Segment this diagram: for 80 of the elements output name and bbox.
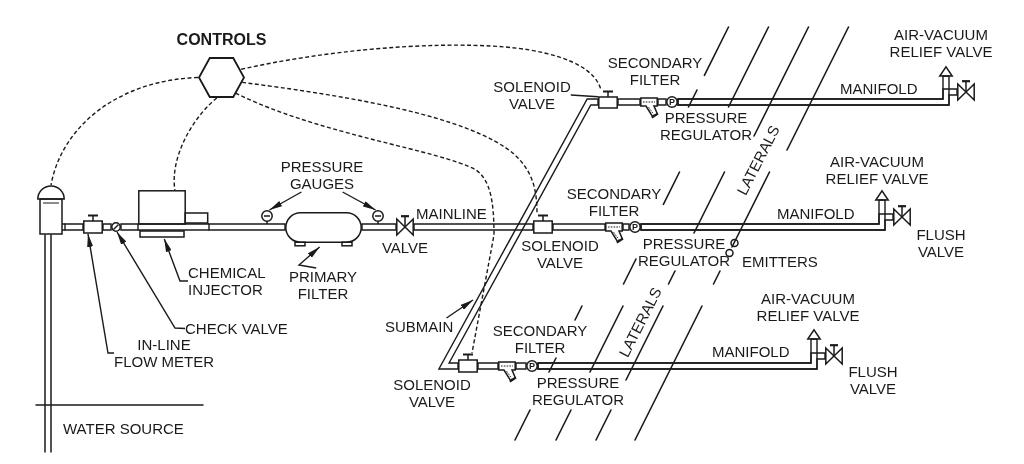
pipe [677,88,958,106]
part-label: AIR-VACUUM RELIEF VALVE [756,290,860,324]
pipe [640,213,894,231]
pipe-label: MANIFOLD [712,343,790,360]
pump-icon [37,185,65,235]
pipe [64,223,84,231]
part-label: SOLENOID VALVE [393,376,471,410]
flow-meter-icon [83,214,103,234]
pipe [515,362,527,370]
check-valve-icon [111,222,121,232]
solenoid-valve-icon [598,90,618,109]
leader-arrow [341,191,377,211]
leader-arrow [163,238,189,282]
part-label: CHEMICAL INJECTOR [188,264,266,298]
valve-icon [825,344,843,365]
part-label: PRIMARY FILTER [288,268,358,302]
part-label: AIR-VACUUM RELIEF VALVE [825,153,929,187]
dashed-wire [234,92,495,354]
regulator-letter: P [632,222,638,232]
part-label: IN-LINE FLOW METER [114,336,214,370]
air-valve-icon [807,329,821,339]
part-label: WATER SOURCE [63,420,184,437]
pipe [617,98,641,106]
filter-icon [640,97,658,118]
leader-arrow [297,246,321,269]
leader-arrow [87,233,115,354]
dashed-wire [240,44,602,91]
part-label: SECONDARY FILTER [492,322,588,356]
pipe [622,223,630,231]
filter-icon [498,361,516,382]
pressure-gauge-icon [261,210,273,224]
part-label: PRESSURE REGULATOR [532,374,624,408]
regulator-letter: P [529,361,535,371]
chemical-injector-icon [138,190,209,239]
heading-label: CONTROLS [176,31,267,48]
air-valve-icon [875,190,889,200]
part-label: FLUSH VALVE [848,363,898,397]
regulator-letter: P [669,97,675,107]
part-label: AIR-VACUUM RELIEF VALVE [889,26,993,60]
dashed-wire [241,81,538,215]
pipe-label: MAINLINE [416,205,487,222]
part-label: SECONDARY FILTER [607,54,703,88]
pipe [413,223,534,231]
leader-arrow [116,231,186,330]
dashed-wire [50,76,199,186]
valve-icon [957,80,975,101]
pipe [361,223,397,231]
pressure-gauge-icon [372,210,384,224]
part-label: PRESSURE GAUGES [280,158,364,192]
solenoid-valve-icon [533,214,553,234]
part-label: PRESSURE REGULATOR [638,235,730,269]
pipe [552,223,606,231]
valve-icon [396,215,414,236]
pipe-label: MANIFOLD [840,80,918,97]
leader-line [570,94,599,98]
part-label: FLUSH VALVE [916,226,966,260]
pipe [208,223,286,231]
leader-arrow [445,299,474,319]
solenoid-valve-icon [458,353,478,373]
part-label: SECONDARY FILTER [566,185,662,219]
pipe [477,362,499,370]
emitter-icon [725,239,738,257]
part-label: EMITTERS [742,253,818,270]
pipe [657,98,667,106]
pipe [437,98,599,370]
pipe [120,223,139,231]
part-label: VALVE [381,239,429,256]
part-label: SOLENOID VALVE [521,237,599,271]
part-label: SOLENOID VALVE [493,78,571,112]
dashed-wire [173,97,218,191]
pipe [102,223,112,231]
pipe-label: MANIFOLD [777,205,855,222]
pipe [537,352,826,370]
leader-arrow [268,191,303,211]
filter-icon [605,222,623,243]
valve-icon [893,205,911,226]
air-valve-icon [939,66,953,76]
part-label: SUBMAIN [385,318,454,335]
filter-tank-icon [285,212,362,247]
part-label: CHECK VALVE [185,320,288,337]
